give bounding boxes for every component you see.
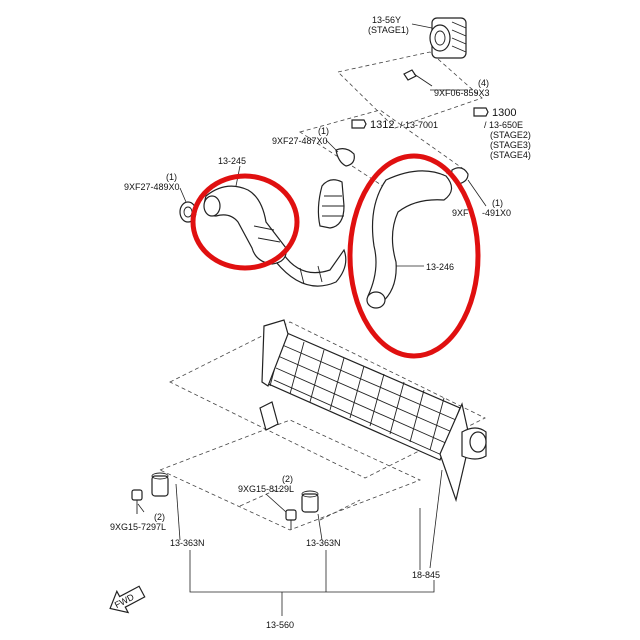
intake-pipe-part: [429, 17, 467, 59]
clamp-a-part: [335, 148, 355, 167]
highlight-hose-13-245: [190, 173, 300, 271]
fwd-arrow-icon: FWD: [109, 585, 146, 614]
label-intercooler: 13-560: [266, 620, 294, 630]
label-intake-pipe-stage: (STAGE1): [368, 25, 409, 35]
label-bolt-a: 9XF06-859X3: [434, 88, 490, 98]
label-ref-13650e: / 13-650E: [484, 120, 523, 130]
label-mount-left: 13-363N: [170, 538, 205, 548]
bolt-b-part: [285, 509, 297, 530]
label-stage2: (STAGE2): [490, 130, 531, 140]
label-clamp-qty-b: (1): [166, 172, 177, 182]
label-clamp-a: 9XF27-487X0: [272, 136, 328, 146]
bolt-a-part: [403, 69, 433, 87]
label-bolt-qty-c: (2): [154, 512, 165, 522]
pointing-hand-icon: [473, 107, 489, 117]
label-ref-1300: 1300: [492, 107, 516, 119]
lower-assembly-outline: [158, 321, 486, 531]
pointing-hand-icon: [351, 119, 367, 129]
label-ref-137001: / 13-7001: [400, 120, 438, 130]
label-stage3: (STAGE3): [490, 140, 531, 150]
label-clamp-qty-a: (1): [318, 126, 329, 136]
label-bracket: 18-845: [412, 570, 440, 580]
mount-right-part: [301, 490, 319, 513]
label-bolt-c: 9XG15-7297L: [110, 522, 166, 532]
label-hose-left: 13-245: [218, 156, 246, 166]
label-bolt-qty-a: (4): [478, 78, 489, 88]
label-clamp-b: 9XF27-489X0: [124, 182, 180, 192]
label-hose-right: 13-246: [426, 262, 454, 272]
hose-13-245-part: [203, 185, 287, 265]
hose-13-246-part: [366, 170, 453, 309]
label-bolt-b: 9XG15-8129L: [238, 484, 294, 494]
label-clamp-c-prefix: 9XF: [452, 208, 469, 218]
label-bolt-qty-b: (2): [282, 474, 293, 484]
callout-bracket: [189, 550, 435, 616]
label-mount-right: 13-363N: [306, 538, 341, 548]
highlight-hose-13-246: [347, 153, 481, 359]
label-ref-1312: 1312: [370, 119, 394, 131]
label-clamp-qty-c: (1): [492, 198, 503, 208]
bolt-c-part: [131, 489, 143, 514]
mount-left-part: [151, 472, 169, 497]
label-stage4: (STAGE4): [490, 150, 531, 160]
middle-hose-part: [275, 179, 347, 287]
label-clamp-c-suffix: -491X0: [482, 208, 511, 218]
label-intake-pipe: 13-56Y: [372, 15, 401, 25]
intercooler-part: [259, 319, 487, 503]
